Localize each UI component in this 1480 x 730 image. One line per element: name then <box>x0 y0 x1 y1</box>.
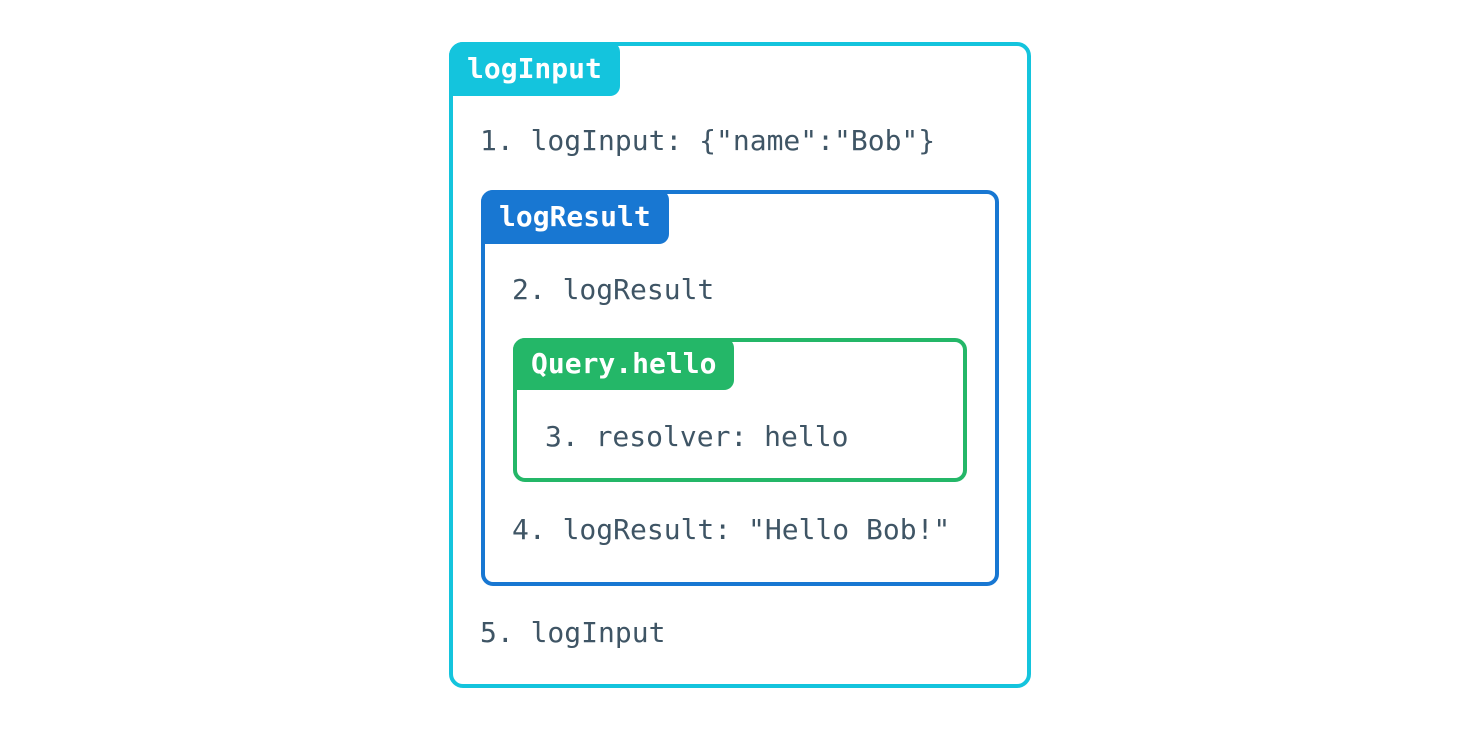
middleware-tab-logresult: logResult <box>481 190 669 244</box>
step-3-resolver-hello: 3. resolver: hello <box>545 420 849 453</box>
middleware-tab-loginput: logInput <box>449 42 620 96</box>
step-5-loginput-after: 5. logInput <box>480 616 666 649</box>
resolver-tab-query-hello: Query.hello <box>513 338 735 390</box>
step-1-loginput-before: 1. logInput: {"name":"Bob"} <box>480 124 936 157</box>
step-2-logresult-before: 2. logResult <box>512 273 715 306</box>
step-4-logresult-after: 4. logResult: "Hello Bob!" <box>512 513 951 546</box>
